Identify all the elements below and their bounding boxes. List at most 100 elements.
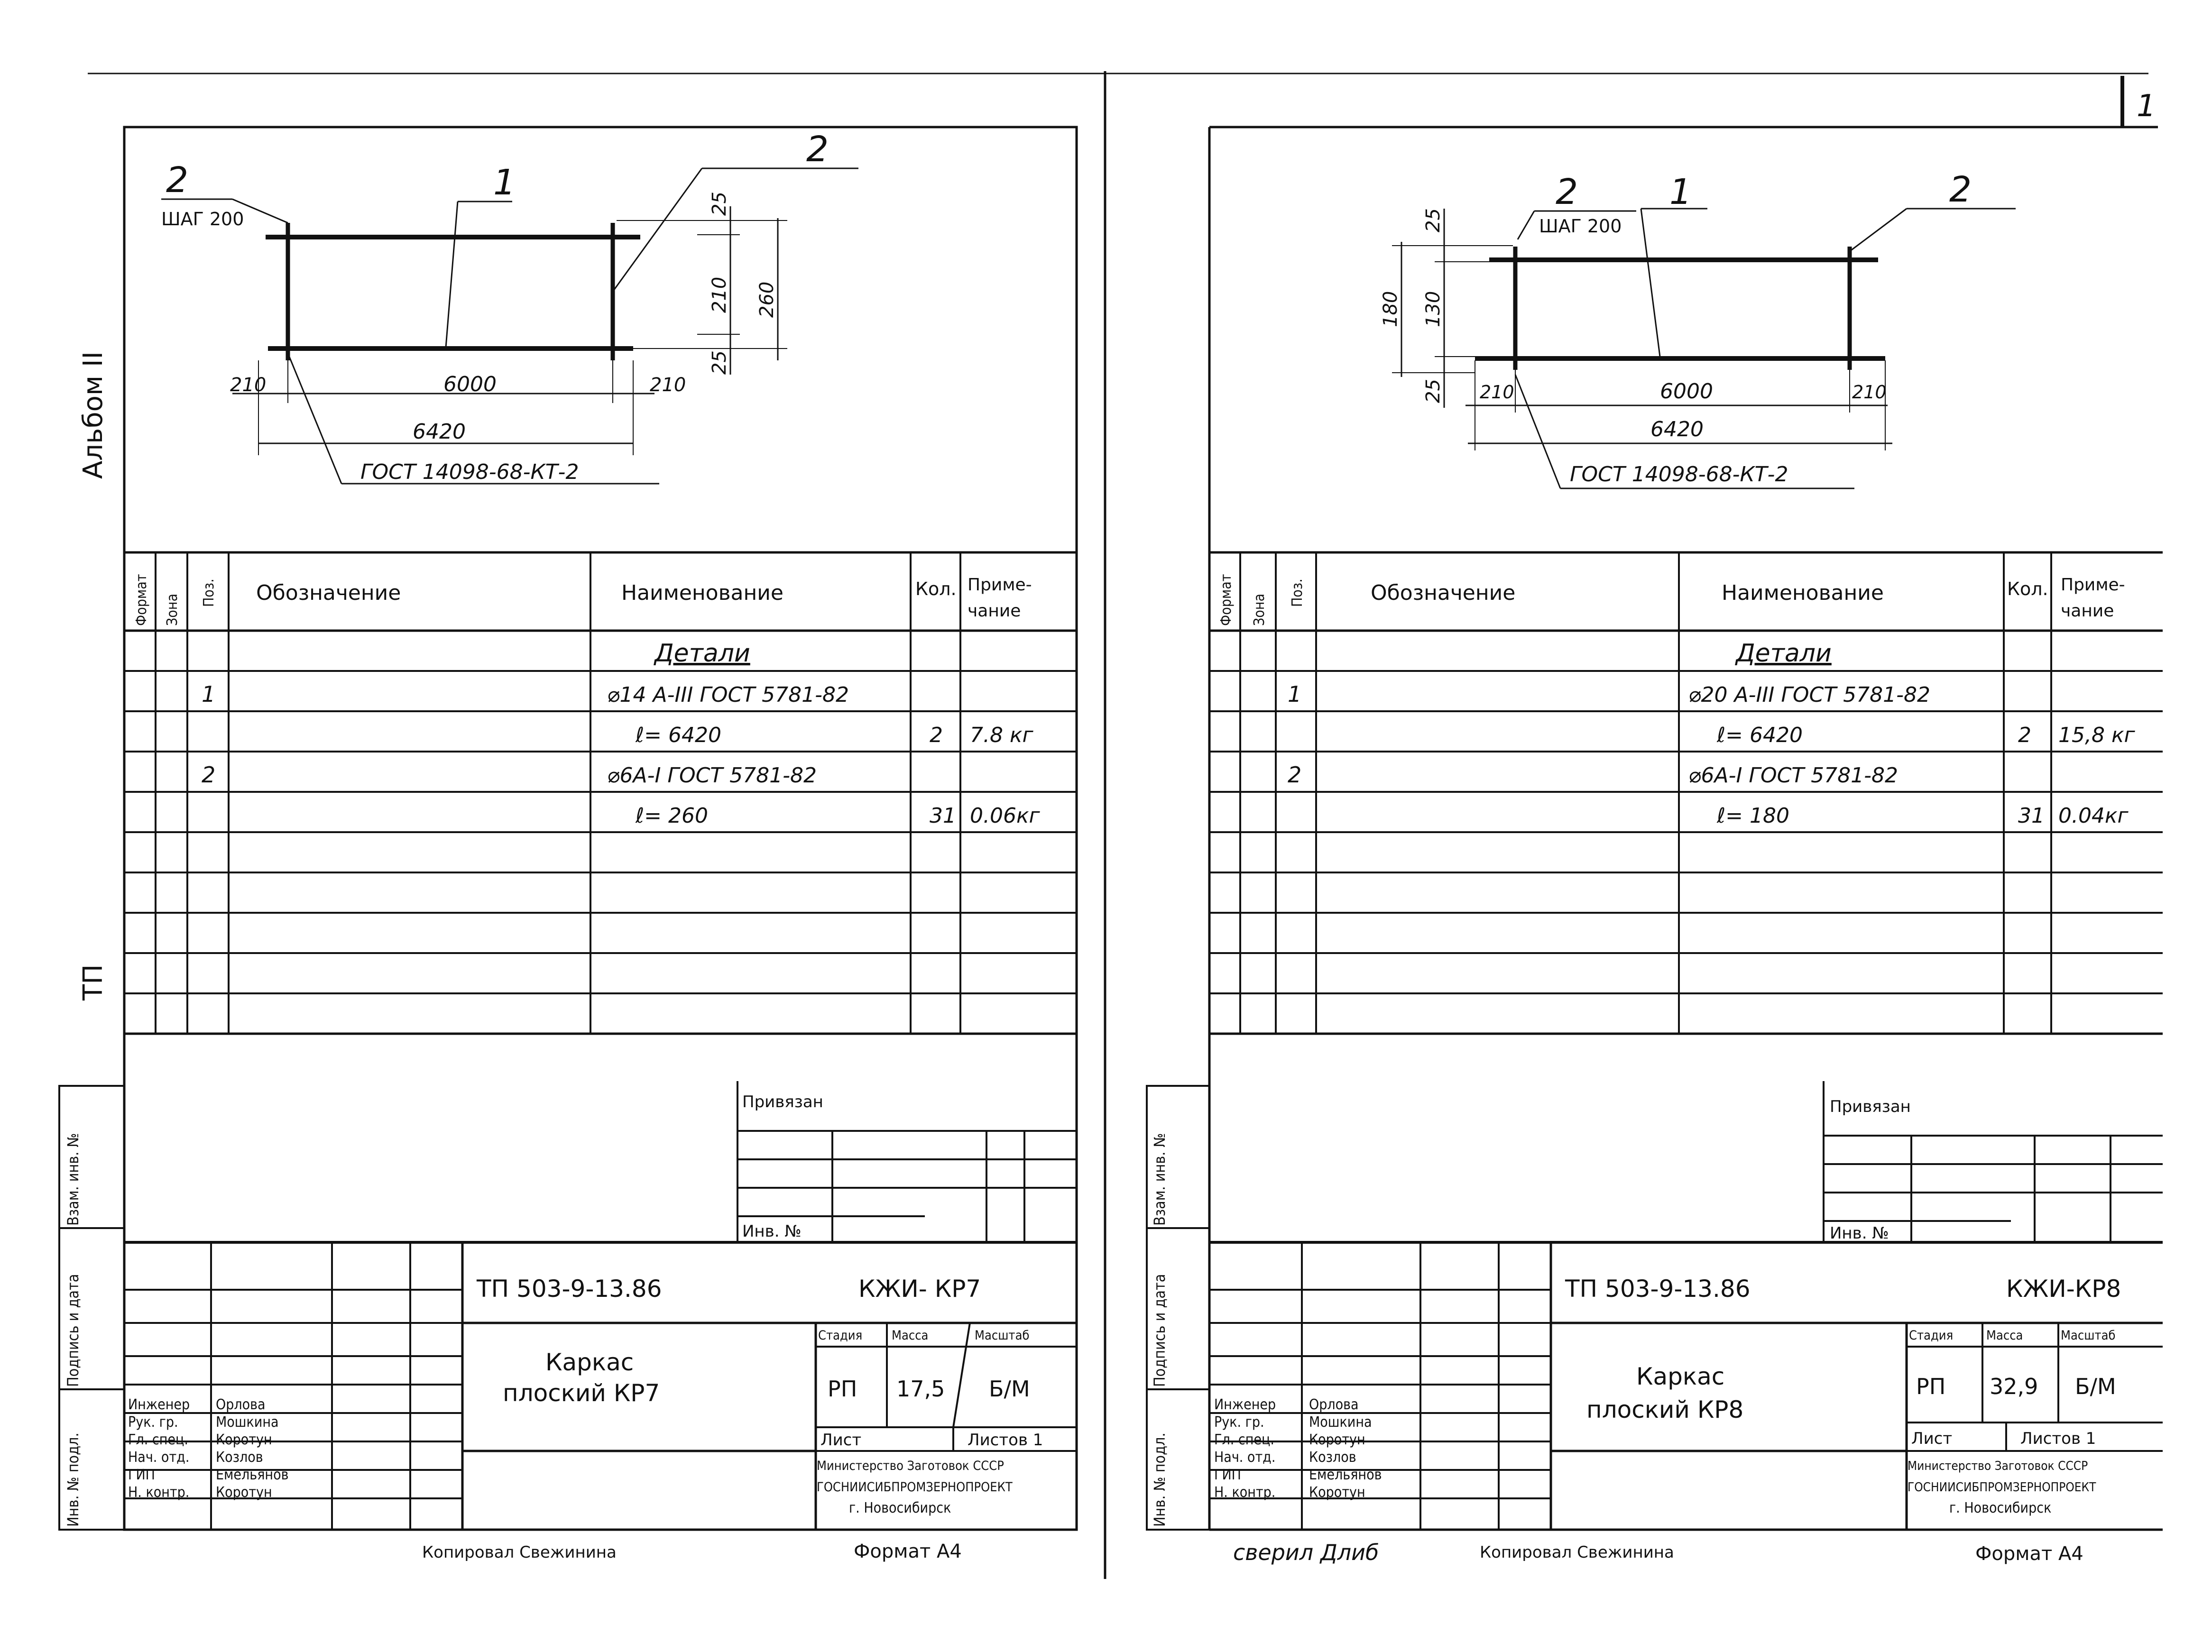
- doc-code: ТП 503-9-13.86: [476, 1275, 662, 1303]
- side-stamp: [1146, 1085, 1210, 1531]
- step-label: ШАГ 200: [161, 209, 244, 229]
- hdr-zone: Зона: [164, 594, 181, 626]
- dim-left: 210: [1480, 382, 1514, 403]
- frame-drawing: 1 2 2 ШАГ 200 25 210 25 260 210 6000 210…: [161, 129, 858, 485]
- spec-table: [124, 551, 1077, 1035]
- org-line3: г. Новосибирск: [849, 1500, 951, 1516]
- side-stamp-inv: Инв. № подл.: [64, 1432, 82, 1527]
- person-role: Н. контр.: [1214, 1484, 1275, 1501]
- person-role: ГИП: [128, 1467, 155, 1483]
- sheet-frame: [1208, 126, 2163, 1531]
- hdr-designation: Обозначение: [256, 581, 401, 605]
- org-line2: ГОСНИИСИБПРОМЗЕРНОПРОЕКТ: [817, 1480, 1013, 1495]
- person-role: Гл. спец.: [1214, 1432, 1274, 1448]
- person-name: Мошкина: [216, 1414, 279, 1431]
- dim-total: 6420: [1650, 417, 1704, 441]
- org-line1: Министерство Заготовок СССР: [1908, 1459, 2088, 1473]
- hdr-format: Формат: [1218, 574, 1235, 626]
- person-name: Орлова: [216, 1396, 266, 1413]
- title-line2: плоский КР8: [1586, 1396, 1743, 1423]
- dim-center: 6000: [1660, 379, 1713, 404]
- tp-label: ТП: [78, 964, 109, 1001]
- pos2-right-label: 2: [806, 129, 829, 170]
- hdr-note-1: Приме-: [2061, 575, 2125, 595]
- row-name: ⌀20 A-III ГОСТ 5781-82: [1688, 683, 1930, 707]
- row-qty: 2: [930, 723, 943, 747]
- dim-mid: 130: [1422, 291, 1444, 327]
- pos2-left-label: 2: [1556, 172, 1578, 212]
- pos1-label: 1: [493, 162, 516, 203]
- privyazan-label: Привязан: [1830, 1097, 1911, 1116]
- dim-top: 25: [709, 192, 730, 216]
- frame-drawing: 1 2 2 ШАГ 200 25 130 25 180 210 6000 210…: [1380, 169, 2016, 489]
- pos2-right-label: 2: [1949, 169, 1972, 210]
- side-stamp-inv: Инв. № подл.: [1151, 1432, 1169, 1527]
- row-note: 0.06кг: [970, 804, 1041, 828]
- row-qty: 2: [2018, 723, 2031, 747]
- page-borders: [88, 71, 2158, 1579]
- dim-right: 210: [1852, 382, 1887, 403]
- doc-mark: КЖИ- КР7: [858, 1275, 981, 1303]
- stage-value: РП: [828, 1376, 857, 1402]
- row-name: ⌀6A-I ГОСТ 5781-82: [607, 763, 817, 788]
- stage-label: Стадия: [1909, 1328, 1953, 1343]
- title-block: [1209, 1081, 2163, 1530]
- dim-right: 210: [650, 374, 686, 396]
- dim-left: 210: [230, 374, 266, 396]
- hdr-pos: Поз.: [201, 578, 217, 607]
- person-name: Коротун: [216, 1432, 272, 1448]
- inv-no-label: Инв. №: [1830, 1224, 1889, 1243]
- org-line1: Министерство Заготовок СССР: [817, 1459, 1004, 1473]
- doc-code: ТП 503-9-13.86: [1565, 1275, 1751, 1303]
- scale-value: Б/М: [2075, 1374, 2116, 1399]
- side-stamp: [58, 1085, 125, 1531]
- privyazan-label: Привязан: [742, 1092, 823, 1111]
- row-name: ℓ= 180: [1716, 804, 1789, 828]
- person-name: Мошкина: [1309, 1414, 1372, 1431]
- row-qty: 31: [2018, 804, 2045, 828]
- hdr-note-2: чание: [968, 601, 1021, 621]
- stage-value: РП: [1916, 1374, 1945, 1399]
- stage-label: Стадия: [818, 1328, 862, 1343]
- hdr-name: Наименование: [621, 581, 783, 605]
- sheet-label: Лист: [820, 1431, 861, 1450]
- person-role: Н. контр.: [128, 1484, 189, 1501]
- hdr-note-1: Приме-: [968, 575, 1032, 595]
- section-title: Детали: [1735, 639, 1832, 668]
- dim-mid: 210: [709, 277, 730, 313]
- mass-label: Масса: [1986, 1328, 2023, 1343]
- dim-bot: 25: [1422, 379, 1444, 403]
- side-stamp-sign: Подпись и дата: [64, 1274, 82, 1387]
- hdr-format: Формат: [133, 574, 150, 626]
- spec-table: [1209, 551, 2163, 1035]
- sheets-label: Листов 1: [2020, 1429, 2096, 1448]
- person-name: Козлов: [1309, 1449, 1356, 1466]
- inv-no-label: Инв. №: [742, 1222, 802, 1241]
- person-role: ГИП: [1214, 1467, 1241, 1483]
- hdr-zone: Зона: [1251, 594, 1268, 626]
- mass-value: 32,9: [1990, 1374, 2038, 1399]
- step-label: ШАГ 200: [1539, 216, 1622, 237]
- person-role: Рук. гр.: [1214, 1414, 1264, 1431]
- hdr-name: Наименование: [1722, 581, 1884, 605]
- person-role: Инженер: [1214, 1396, 1276, 1413]
- person-role: Рук. гр.: [128, 1414, 178, 1431]
- album-label: Альбом II: [78, 351, 109, 479]
- title-line1: Каркас: [545, 1349, 634, 1376]
- sheet-kp7: Альбом II ТП Инв. № подл. Подпись и дата…: [58, 126, 1078, 1562]
- row-note: 7.8 кг: [970, 723, 1034, 747]
- person-name: Коротун: [1309, 1484, 1365, 1501]
- hdr-qty: Кол.: [915, 578, 957, 599]
- sheets-label: Листов 1: [968, 1431, 1043, 1450]
- section-title: Детали: [654, 639, 750, 668]
- row-pos: 1: [1288, 681, 1301, 707]
- person-role: Гл. спец.: [128, 1432, 188, 1448]
- dim-total: 6420: [413, 420, 466, 444]
- row-name: ℓ= 6420: [635, 723, 721, 747]
- row-name: ⌀6A-I ГОСТ 5781-82: [1688, 763, 1898, 788]
- copied-label: Копировал Свежинина: [1480, 1543, 1674, 1562]
